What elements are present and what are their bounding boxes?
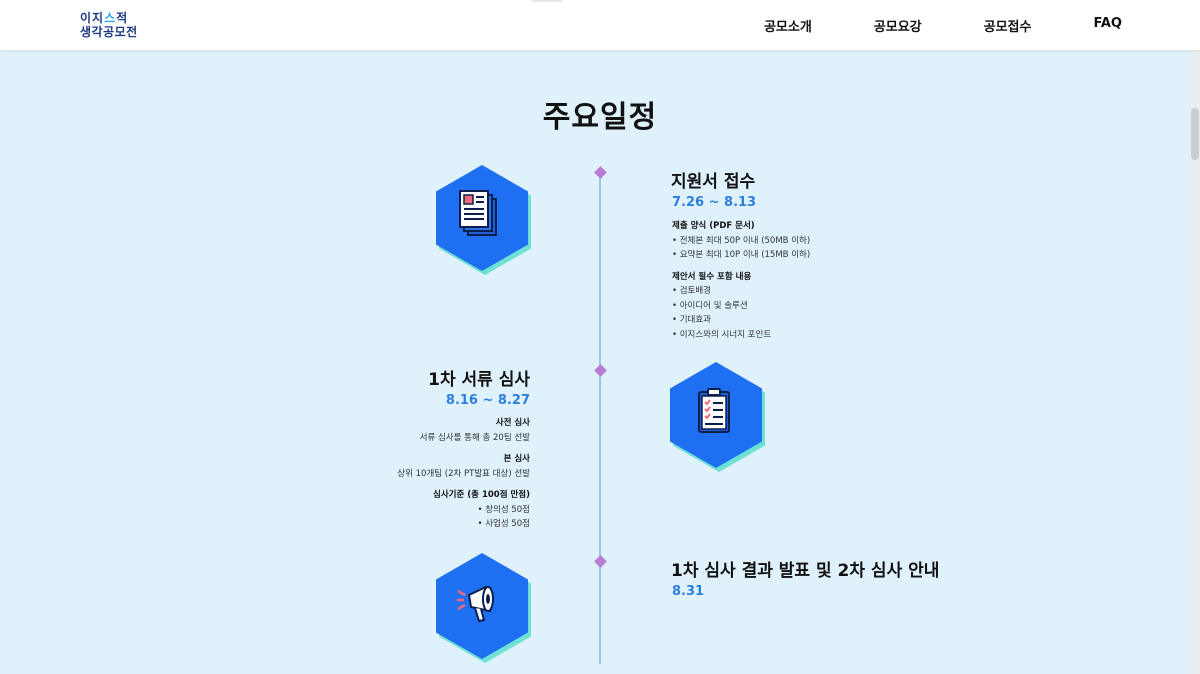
megaphone-icon <box>457 585 494 623</box>
detail-item: • 요약본 최대 10P 이내 (15MB 이하) <box>672 250 811 260</box>
logo-line1: 이지스적 <box>80 11 138 25</box>
detail-item: • 창의성 50점 <box>477 504 530 515</box>
detail-item: 서류 심사를 통해 총 20팀 선발 <box>419 432 530 443</box>
nav-item-intro[interactable]: 공모소개 <box>763 20 812 35</box>
step3-title: 1차 심사 결과 발표 및 2차 심사 안내 <box>671 561 940 581</box>
detail-item: • 사업성 50점 <box>477 519 530 529</box>
detail-heading: 제안서 필수 포함 내용 <box>672 271 752 282</box>
logo-text-a: 이지 <box>80 11 105 25</box>
step3-hex <box>436 553 531 663</box>
logo-line2: 생각공모전 <box>80 25 138 39</box>
detail-item: • 전체본 최대 50P 이내 (50MB 이하) <box>672 235 811 246</box>
spacer <box>330 481 530 488</box>
step1-date: 7.26 ~ 8.13 <box>672 195 757 210</box>
detail-item: • 이지스와의 시너지 포인트 <box>672 329 772 340</box>
step1-hex <box>436 165 531 275</box>
detail-item: • 검토배경 <box>672 286 711 296</box>
step2-hex <box>670 362 765 472</box>
spacer <box>330 445 530 452</box>
timeline-dot-3 <box>594 555 607 568</box>
nav-item-submission[interactable]: 공모접수 <box>983 20 1032 35</box>
header-top-marker <box>532 0 562 2</box>
site-logo[interactable]: 이지스적 생각공모전 <box>80 11 138 39</box>
step2-date: 8.16 ~ 8.27 <box>445 393 530 408</box>
detail-item: • 아이디어 및 솔루션 <box>672 300 748 311</box>
step2-title: 1차 서류 심사 <box>428 370 530 390</box>
timeline-line <box>599 172 601 664</box>
timeline-dot-1 <box>594 166 607 179</box>
clipboard-checklist-icon <box>698 388 730 433</box>
detail-heading: 제출 양식 (PDF 문서) <box>672 221 755 231</box>
step1-details: 제출 양식 (PDF 문서) • 전체본 최대 50P 이내 (50MB 이하)… <box>672 219 810 342</box>
detail-item: • 기대효과 <box>672 315 711 325</box>
site-header: 이지스적 생각공모전 공모소개 공모요강 공모접수 FAQ <box>0 0 1200 50</box>
timeline-dot-2 <box>594 364 607 377</box>
nav-item-guidelines[interactable]: 공모요강 <box>873 20 922 35</box>
detail-heading: 본 심사 <box>503 454 530 464</box>
detail-heading: 사전 심사 <box>495 418 530 428</box>
hex-badge <box>436 553 528 659</box>
step3-date: 8.31 <box>672 584 705 599</box>
document-icon <box>459 190 497 236</box>
step1-title: 지원서 접수 <box>671 172 756 192</box>
logo-text-accent: 스 <box>104 11 117 25</box>
spacer <box>672 263 810 270</box>
main-nav: 공모소개 공모요강 공모접수 FAQ <box>702 16 1122 35</box>
step2-details: 사전 심사 서류 심사를 통해 총 20팀 선발 본 심사 상위 10개팀 (2… <box>330 416 530 532</box>
detail-heading: 심사기준 (총 100점 만점) <box>433 490 530 500</box>
page-title: 주요일정 <box>542 100 658 135</box>
logo-text-c: 적 <box>116 11 129 25</box>
scrollbar-thumb[interactable] <box>1191 108 1199 160</box>
nav-item-faq[interactable]: FAQ <box>1093 16 1122 31</box>
detail-item: 상위 10개팀 (2차 PT발표 대상) 선발 <box>397 468 530 479</box>
page-scrollbar[interactable] <box>1190 50 1200 674</box>
